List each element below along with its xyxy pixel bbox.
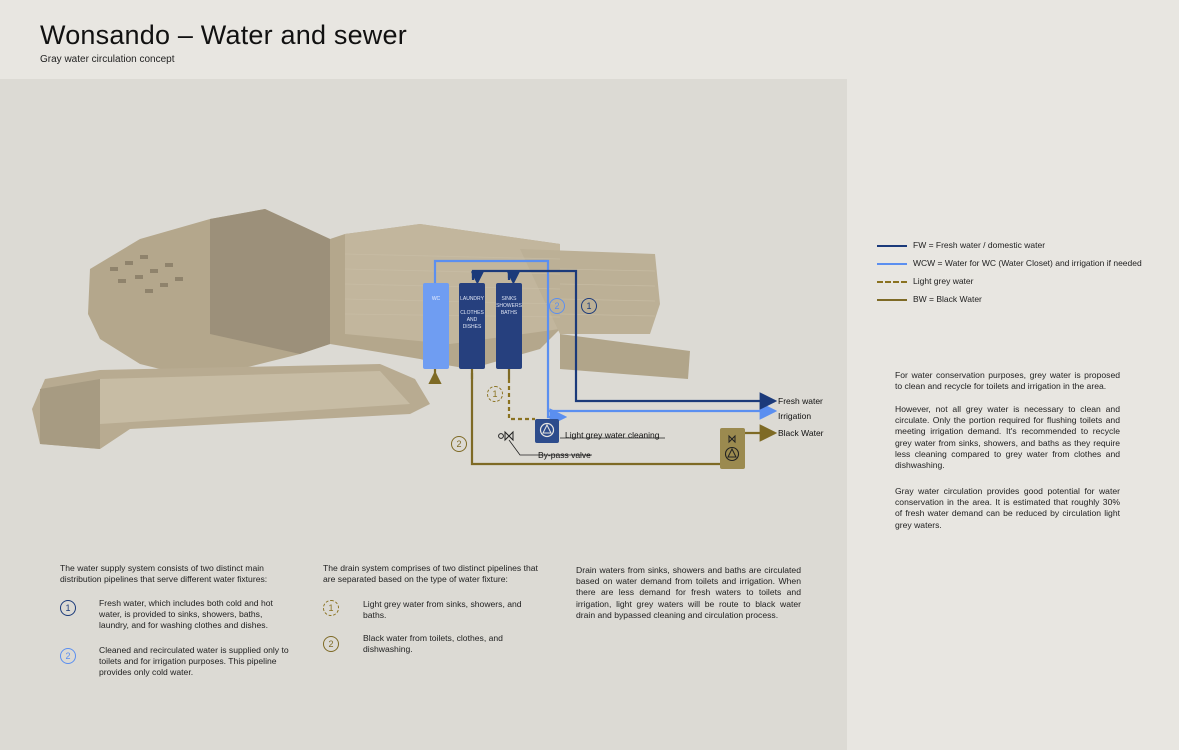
circulation-paragraph: Drain waters from sinks, showers and bat…: [576, 565, 801, 620]
legend-swatch-black: [877, 299, 907, 301]
legend-label: BW = Black Water: [913, 294, 982, 304]
legend-item-black: BW = Black Water: [877, 294, 1167, 312]
supply-badge-1: 1: [60, 600, 76, 616]
legend-item-fresh: FW = Fresh water / domestic water: [877, 240, 1167, 258]
legend-label: WCW = Water for WC (Water Closet) and ir…: [913, 258, 1142, 268]
legend-swatch-wc: [877, 263, 907, 265]
light-cleaning-label: Light grey water cleaning: [565, 430, 660, 440]
supply-badge-2: 2: [60, 648, 76, 664]
supply-intro: The water supply system consists of two …: [60, 563, 268, 585]
wc-line-badge: 2: [549, 298, 565, 314]
bypass-valve-label: By-pass valve: [538, 450, 591, 460]
drain-intro: The drain system comprises of two distin…: [323, 563, 538, 585]
legend-label: Light grey water: [913, 276, 974, 286]
fresh-line-badge: 1: [581, 298, 597, 314]
side-paragraph: Gray water circulation provides good pot…: [895, 486, 1120, 530]
legend-swatch-grey: [877, 281, 907, 283]
black-line-badge: 2: [451, 436, 467, 452]
grey-line-badge: 1: [487, 386, 503, 402]
legend-label: FW = Fresh water / domestic water: [913, 240, 1046, 250]
tank-sinks-line-3: BATHS: [500, 310, 518, 316]
drain-badge-1: 1: [323, 600, 339, 616]
output-fresh-label: Fresh water: [778, 396, 823, 406]
water-diagram: [32, 209, 778, 469]
supply-item-1: Fresh water, which includes both cold an…: [99, 598, 273, 631]
building-model: [32, 209, 690, 449]
legend-item-grey: Light grey water: [877, 276, 1167, 294]
tank-laundry-label: LAUNDRY: [460, 296, 484, 302]
tank-wc-label: WC: [431, 296, 441, 302]
page-title: Wonsando – Water and sewer: [40, 20, 407, 50]
side-paragraph: However, not all grey water is necessary…: [895, 404, 1120, 471]
page-subtitle: Gray water circulation concept: [40, 54, 175, 65]
output-irrigation-label: Irrigation: [778, 411, 812, 421]
legend-item-wc: WCW = Water for WC (Water Closet) and ir…: [877, 258, 1167, 276]
tank-sinks-line-2: SHOWERS: [496, 303, 522, 309]
legend-swatch-fresh: [877, 245, 907, 247]
drain-badge-2: 2: [323, 636, 339, 652]
tank-laundry-line-2: CLOTHES: [460, 310, 484, 316]
side-paragraph: For water conservation purposes, grey wa…: [895, 370, 1120, 392]
drain-item-2: Black water from toilets, clothes, and d…: [363, 633, 503, 655]
drain-item-1: Light grey water from sinks, showers, an…: [363, 599, 522, 621]
tank-sinks-label: SINKS: [501, 296, 517, 302]
output-black-label: Black Water: [778, 428, 824, 438]
tank-laundry-line-3: AND: [466, 317, 478, 323]
legend: FW = Fresh water / domestic water WCW = …: [877, 240, 1167, 312]
tank-laundry-line-4: DISHES: [462, 324, 482, 330]
supply-item-2: Cleaned and recirculated water is suppli…: [99, 645, 289, 678]
